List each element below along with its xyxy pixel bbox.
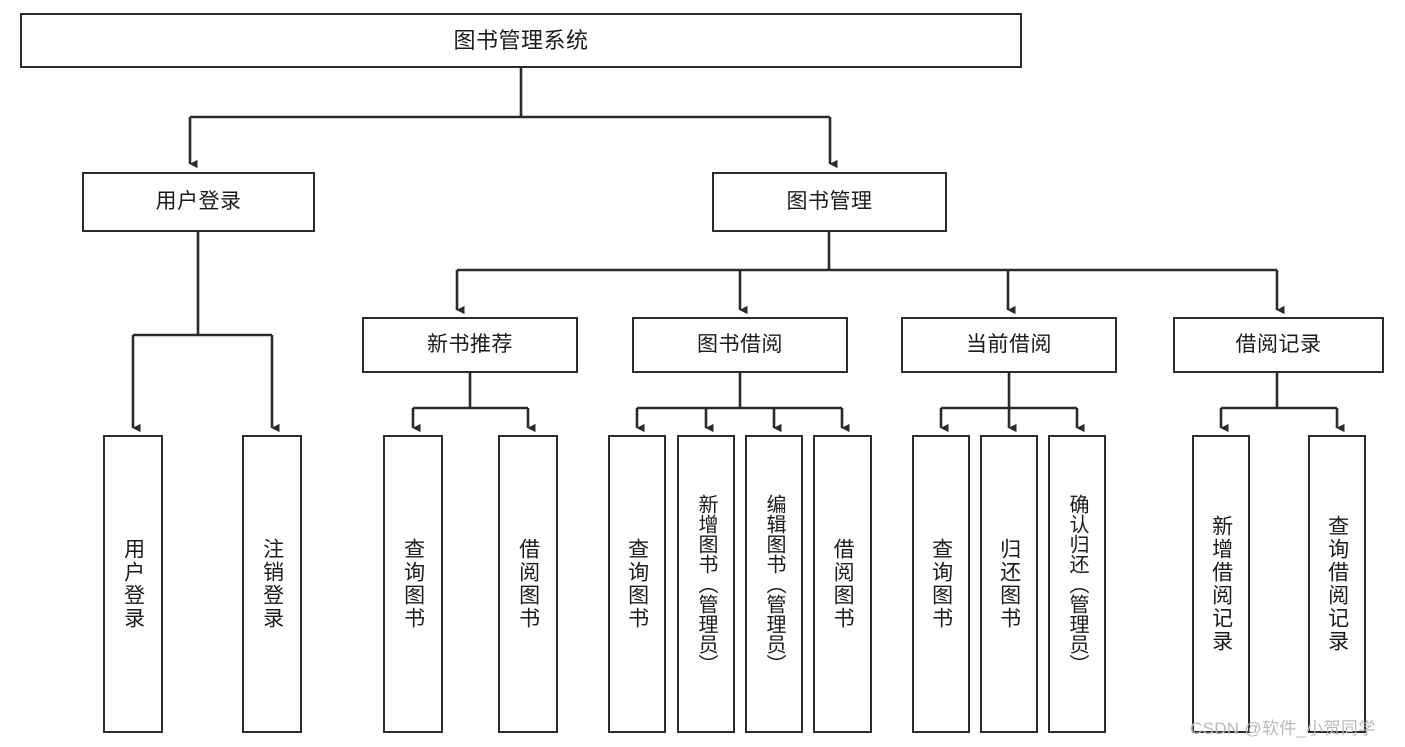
node-current-borrow[interactable]: 当前借阅 — [901, 317, 1117, 373]
node-borrow-record[interactable]: 借阅记录 — [1173, 317, 1384, 373]
node-label: 用户登录 — [155, 189, 242, 213]
node-label: 编辑图书（管理员） — [763, 494, 785, 674]
leaf-query-book-current[interactable]: 查询图书 — [912, 435, 970, 733]
node-label: 注销登录 — [260, 538, 284, 630]
node-label: 用户登录 — [121, 538, 145, 630]
leaf-add-book-admin[interactable]: 新增图书（管理员） — [677, 435, 735, 733]
leaf-user-login[interactable]: 用户登录 — [103, 435, 163, 733]
node-label: 新增图书（管理员） — [695, 494, 717, 674]
leaf-add-borrow-record[interactable]: 新增借阅记录 — [1192, 435, 1250, 733]
node-label: 借阅图书 — [516, 538, 540, 630]
node-label: 新增借阅记录 — [1209, 515, 1233, 653]
node-label: 图书管理 — [786, 189, 873, 213]
node-user-login[interactable]: 用户登录 — [82, 172, 315, 232]
node-label: 归还图书 — [997, 538, 1021, 630]
node-label: 新书推荐 — [427, 332, 513, 356]
leaf-edit-book-admin[interactable]: 编辑图书（管理员） — [745, 435, 803, 733]
leaf-user-logout[interactable]: 注销登录 — [242, 435, 302, 733]
leaf-borrow-book-recommend[interactable]: 借阅图书 — [498, 435, 558, 733]
node-label: 查询借阅记录 — [1325, 515, 1349, 653]
node-book-borrow[interactable]: 图书借阅 — [632, 317, 848, 373]
leaf-query-borrow-record[interactable]: 查询借阅记录 — [1308, 435, 1366, 733]
watermark-text: CSDN @软件_小贺同学 — [1190, 719, 1376, 738]
node-label: 确认归还（管理员） — [1066, 494, 1088, 674]
node-label: 查询图书 — [929, 538, 953, 630]
leaf-query-book-borrow[interactable]: 查询图书 — [608, 435, 666, 733]
node-label: 图书管理系统 — [453, 27, 589, 53]
leaf-borrow-book[interactable]: 借阅图书 — [813, 435, 872, 733]
node-book-management[interactable]: 图书管理 — [712, 172, 947, 232]
node-label: 借阅图书 — [831, 538, 855, 630]
node-label: 当前借阅 — [966, 332, 1052, 356]
node-label: 图书借阅 — [697, 332, 783, 356]
node-label: 查询图书 — [625, 538, 649, 630]
leaf-query-book-recommend[interactable]: 查询图书 — [383, 435, 443, 733]
leaf-return-book[interactable]: 归还图书 — [980, 435, 1038, 733]
node-label: 借阅记录 — [1235, 332, 1322, 356]
leaf-confirm-return-admin[interactable]: 确认归还（管理员） — [1048, 435, 1106, 733]
node-label: 查询图书 — [401, 538, 425, 630]
node-new-book-recommend[interactable]: 新书推荐 — [362, 317, 578, 373]
node-root-book-management-system[interactable]: 图书管理系统 — [20, 13, 1022, 68]
